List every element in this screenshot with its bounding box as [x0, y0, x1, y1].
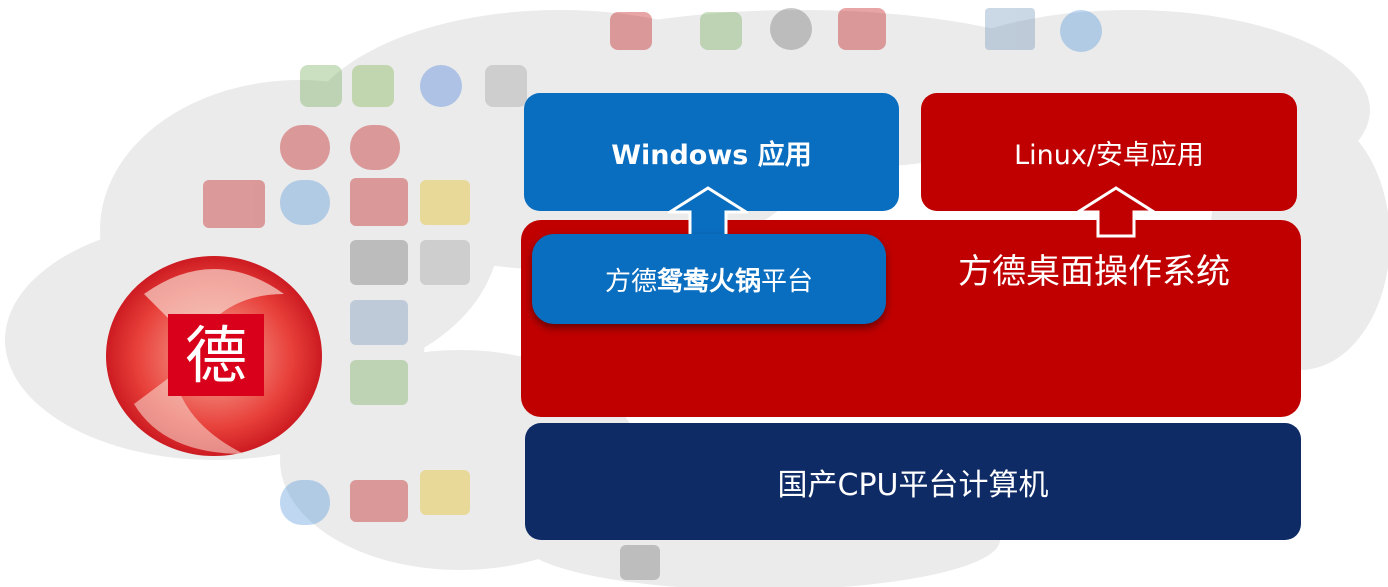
hotpot-prefix: 方德 [604, 266, 657, 297]
faded-app-icon [300, 65, 342, 107]
linux-android-apps-box: Linux/安卓应用 [921, 93, 1297, 211]
hotpot-platform-box: 方德鸳鸯火锅平台 [532, 234, 886, 324]
up-arrow-icon [1076, 186, 1156, 238]
cpu-platform-layer: 国产CPU平台计算机 [525, 423, 1301, 540]
desktop-os-title: 方德桌面操作系统 [958, 252, 1230, 292]
fangde-logo [106, 256, 322, 456]
hotpot-suffix: 平台 [761, 266, 814, 297]
logo-character: 德 [184, 319, 247, 392]
up-arrow-icon [668, 186, 748, 238]
hotpot-name: 鸳鸯火锅 [656, 266, 761, 297]
